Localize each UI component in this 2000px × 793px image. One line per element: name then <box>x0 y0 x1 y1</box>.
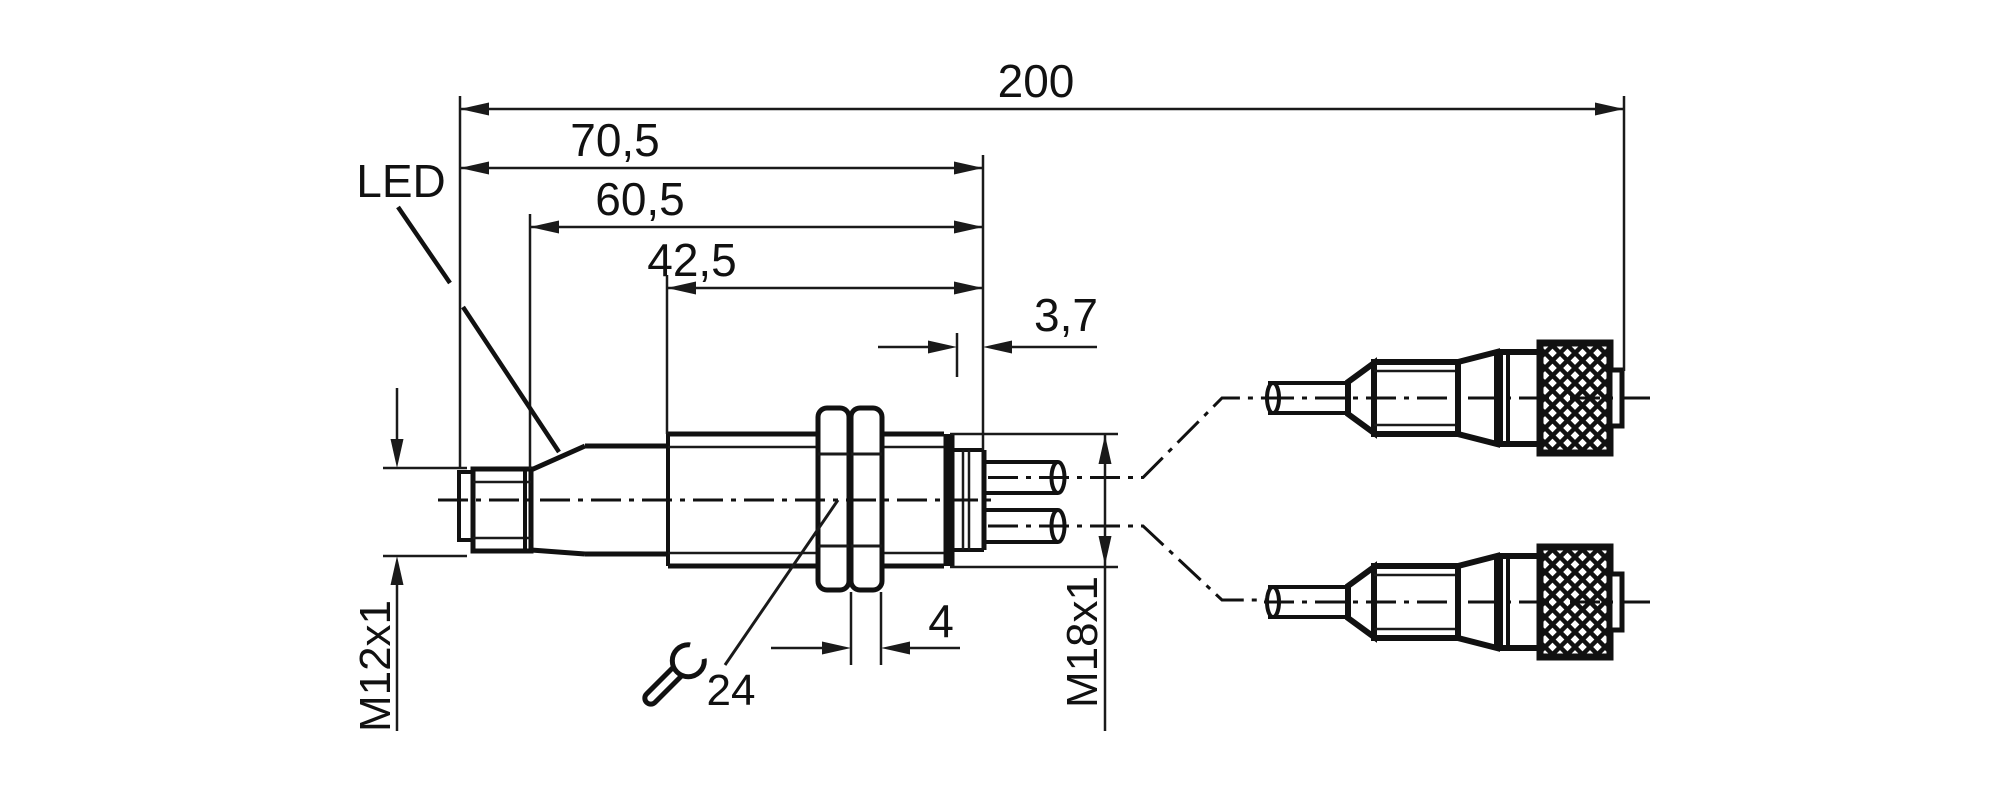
dim-70-5: 70,5 <box>460 114 983 175</box>
dim-60-5: 60,5 <box>530 173 983 234</box>
extension-lines <box>458 96 1626 469</box>
dim-42-5-label: 42,5 <box>647 234 737 286</box>
dim-m12-thread: M12x1 <box>351 388 467 732</box>
dim-4-label: 4 <box>928 595 954 647</box>
cable-path-upper <box>988 396 1266 479</box>
sensor-body <box>438 405 1067 593</box>
connector-lower <box>1264 547 1650 657</box>
dim-60-5-label: 60,5 <box>595 173 685 225</box>
dim-200-label: 200 <box>998 55 1075 107</box>
m18-threaded-barrel <box>668 431 955 569</box>
dim-3-7-label: 3,7 <box>1034 289 1098 341</box>
dim-m18-thread: M18x1 <box>950 432 1118 731</box>
connector-upper <box>1264 343 1650 453</box>
cable-path-lower <box>988 524 1266 602</box>
dim-total-length: 200 <box>460 55 1624 116</box>
led-callout: LED <box>356 155 561 454</box>
m12-thread-label: M12x1 <box>351 600 400 732</box>
m12-tip <box>457 466 534 554</box>
wrench-leader-line <box>723 499 840 666</box>
dimensions: 200 70,5 60,5 42,5 <box>351 55 1626 732</box>
taper-cone <box>529 443 587 557</box>
dim-42-5: 42,5 <box>647 234 983 295</box>
wrench-size-label: 24 <box>707 666 756 715</box>
dim-70-5-label: 70,5 <box>570 114 660 166</box>
m18-thread-label: M18x1 <box>1058 576 1107 708</box>
wrench-callout: 24 <box>642 499 840 715</box>
wrench-icon <box>642 623 726 707</box>
dim-3-7: 3,7 <box>878 289 1098 377</box>
led-label: LED <box>356 155 445 207</box>
cables-and-connectors <box>988 343 1650 657</box>
dim-nut-width: 4 <box>771 592 960 665</box>
